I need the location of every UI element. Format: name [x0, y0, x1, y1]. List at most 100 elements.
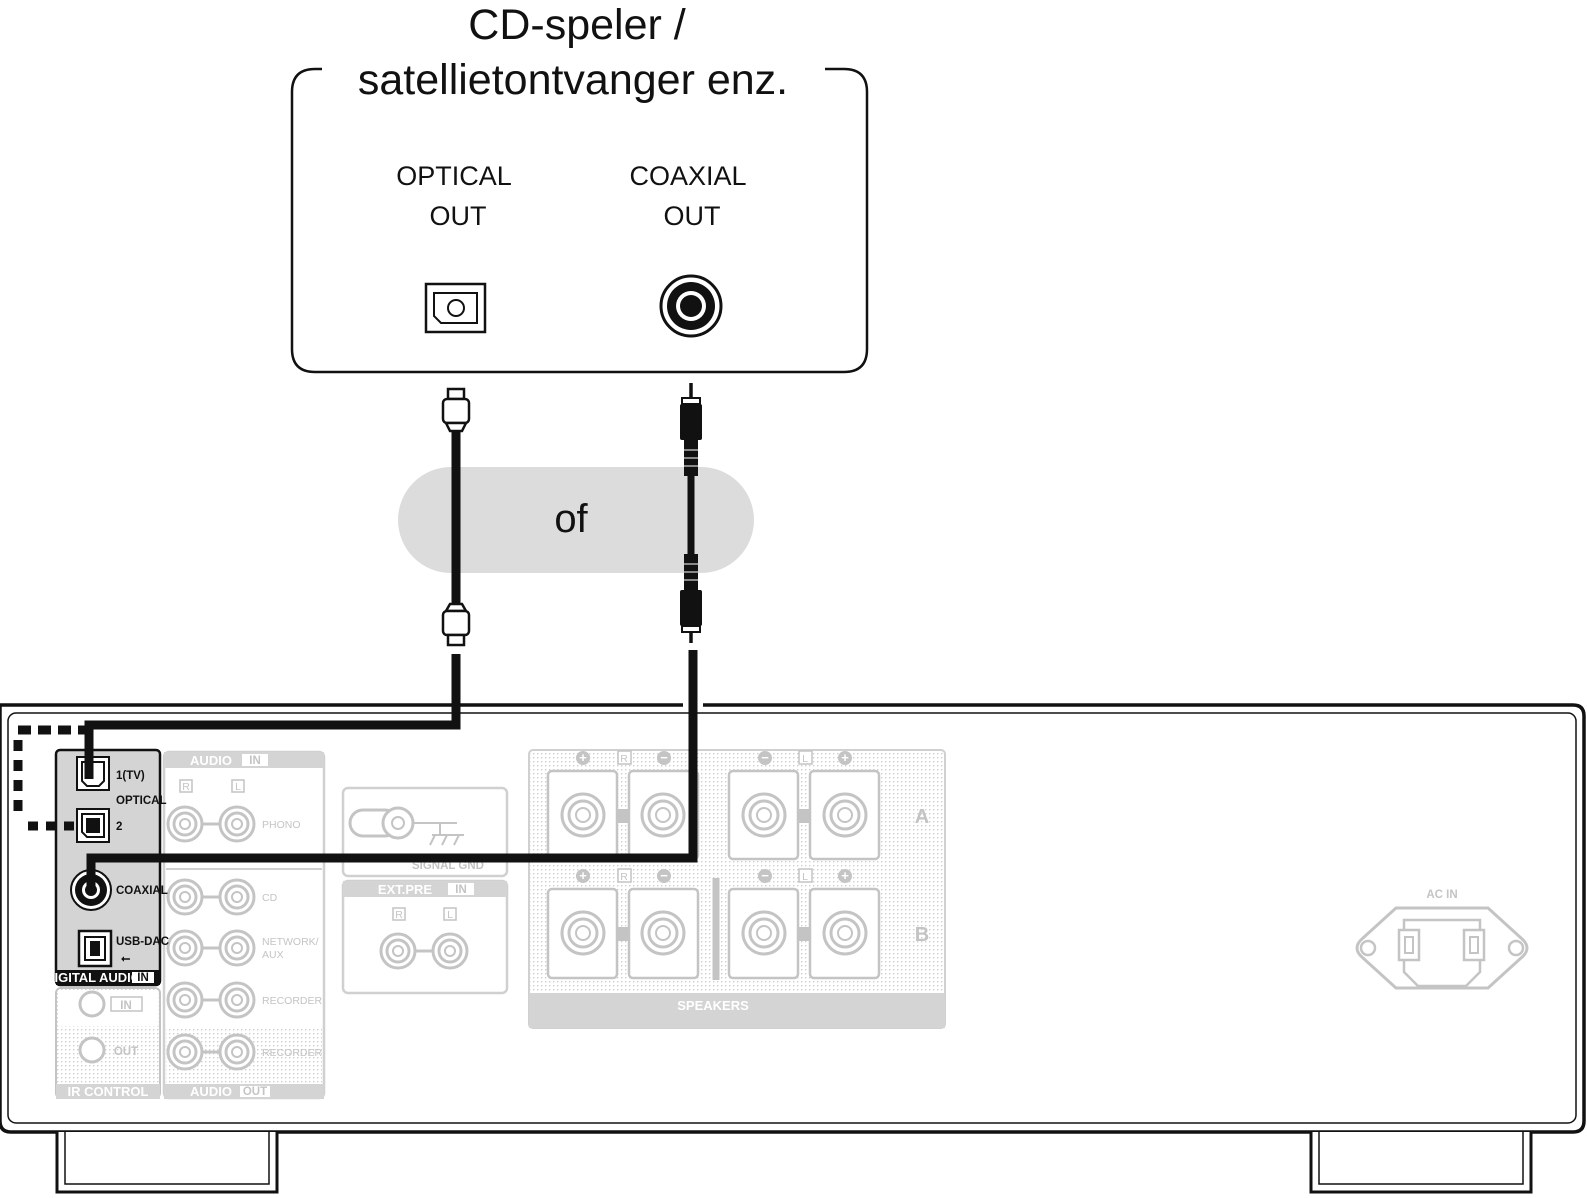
audio-out-tag: OUT: [243, 1086, 267, 1098]
svg-text:+: +: [579, 750, 587, 765]
speaker-b-r-minus: [640, 910, 686, 956]
ac-in-label: AC IN: [1426, 889, 1457, 901]
ext-pre-r-jack: [379, 932, 417, 970]
optical-plug-top: [441, 387, 471, 433]
ext-pre-r-label: R: [395, 909, 403, 921]
svg-text:−: −: [761, 750, 769, 765]
svg-text:+: +: [841, 750, 849, 765]
source-device: CD-speler / satellietontvanger enz. OPTI…: [290, 1, 869, 374]
coaxial-out-jack: [659, 274, 723, 338]
signal-gnd-section: SIGNAL GND: [341, 786, 509, 878]
coaxial-in-label: COAXIAL: [116, 885, 168, 897]
cd-label: CD: [262, 892, 278, 904]
coaxial-plug-top: [680, 383, 702, 476]
ir-in-label: IN: [120, 1000, 132, 1012]
audio-out-label: AUDIO: [190, 1084, 232, 1099]
optical-plug-bottom: [441, 602, 471, 647]
ac-inlet-socket: [1402, 918, 1482, 988]
recorder-out-label: RECORDER: [262, 1047, 323, 1059]
speaker-b-l-plus: [822, 910, 868, 956]
usb-symbol-icon: ⭠: [121, 953, 131, 965]
svg-text:R: R: [620, 753, 628, 765]
speaker-a-l-minus: [741, 792, 787, 838]
ext-pre-label: EXT.PRE: [378, 882, 433, 897]
digital-audio-tag: IN: [137, 972, 149, 984]
signal-gnd-label: SIGNAL GND: [412, 860, 484, 872]
speaker-b-r-plus: [560, 910, 606, 956]
speaker-b-l-minus: [741, 910, 787, 956]
cd-r-jack: [166, 878, 204, 916]
digital-audio-label: DIGITAL AUDIO: [45, 970, 141, 985]
right-foot: [1309, 1132, 1533, 1194]
amplifier-inner-line: [7, 712, 1577, 1124]
speakers-b-header: + R − − L +: [576, 868, 852, 883]
coaxial-out-label-line2: OUT: [664, 201, 721, 231]
speakers-a-label: A: [915, 806, 929, 828]
optical-2-label: 2: [116, 821, 122, 833]
coaxial-cable: [86, 383, 702, 887]
recorder-in-r-jack: [166, 981, 204, 1019]
ground-terminal: [381, 806, 415, 840]
audio-out-section: RECORDER AUDIO OUT: [164, 1027, 324, 1099]
audio-in-l-label: L: [235, 781, 241, 793]
network-label-line2: AUX: [262, 949, 284, 961]
left-foot: [55, 1132, 279, 1194]
speakers-section: SPEAKERS + R − − L + A + R: [528, 749, 946, 1029]
network-l-jack: [218, 929, 256, 967]
speaker-a-r-plus: [560, 792, 606, 838]
ir-out-jack: [78, 1036, 106, 1064]
svg-text:L: L: [802, 753, 808, 765]
svg-text:−: −: [660, 750, 668, 765]
optical-out-label-line2: OUT: [430, 201, 487, 231]
svg-text:−: −: [660, 868, 668, 883]
speakers-label: SPEAKERS: [677, 998, 749, 1013]
svg-text:−: −: [761, 868, 769, 883]
cd-l-jack: [218, 878, 256, 916]
optical-cable: [84, 387, 471, 779]
ir-in-jack: [78, 990, 106, 1018]
optical-out-jack: [424, 282, 487, 334]
svg-text:R: R: [620, 871, 628, 883]
usb-dac-label: USB-DAC: [116, 936, 169, 948]
ir-control-label: IR CONTROL: [68, 1084, 149, 1099]
ext-pre-tag: IN: [455, 884, 467, 896]
speaker-a-r-minus: [640, 792, 686, 838]
optical-group-label: OPTICAL: [116, 795, 166, 807]
ext-pre-l-label: L: [447, 909, 453, 921]
speakers-b-label: B: [915, 924, 929, 946]
optical-out-label-line1: OPTICAL: [396, 161, 512, 191]
speaker-a-l-plus: [822, 792, 868, 838]
audio-in-section: AUDIO IN R L PHONO CD NETWORK/ AUX RECOR…: [162, 750, 326, 1100]
of-label: of: [554, 497, 588, 541]
network-r-jack: [166, 929, 204, 967]
recorder-out-r-jack: [166, 1033, 204, 1071]
svg-text:+: +: [841, 868, 849, 883]
speakers-a-header: + R − − L +: [576, 750, 852, 765]
audio-in-r-label: R: [182, 781, 190, 793]
ir-out-label: OUT: [114, 1046, 138, 1058]
coaxial-plug-bottom: [680, 554, 702, 643]
coaxial-out-label-line1: COAXIAL: [629, 161, 746, 191]
ext-pre-section: EXT.PRE IN R L: [341, 879, 509, 995]
audio-in-label: AUDIO: [190, 753, 232, 768]
recorder-in-label: RECORDER: [262, 995, 323, 1007]
alternative-indicator: of: [398, 467, 754, 573]
recorder-out-l-jack: [218, 1033, 256, 1071]
source-title-line1: CD-speler /: [468, 1, 685, 49]
source-device-outline: [290, 67, 869, 374]
digital-audio-in-section: DIGITAL AUDIO IN 1(TV) OPTICAL 2 COAXIAL: [45, 748, 169, 987]
usb-dac-port: [77, 929, 113, 968]
ac-in-section: AC IN: [1355, 889, 1529, 990]
svg-text:L: L: [802, 871, 808, 883]
phono-r-jack: [166, 805, 204, 843]
audio-in-tag: IN: [249, 755, 261, 767]
phono-label: PHONO: [262, 819, 301, 831]
speakers-a-terminals: [546, 769, 881, 861]
source-title-line2: satellietontvanger enz.: [358, 56, 788, 104]
alternative-routing-dashes: [13, 725, 85, 831]
recorder-in-l-jack: [218, 981, 256, 1019]
optical-1-label: 1(TV): [116, 770, 145, 782]
optical-2-jack: [76, 808, 110, 843]
ir-control-section: IN OUT IR CONTROL: [55, 987, 161, 1099]
of-pill: [398, 467, 754, 573]
